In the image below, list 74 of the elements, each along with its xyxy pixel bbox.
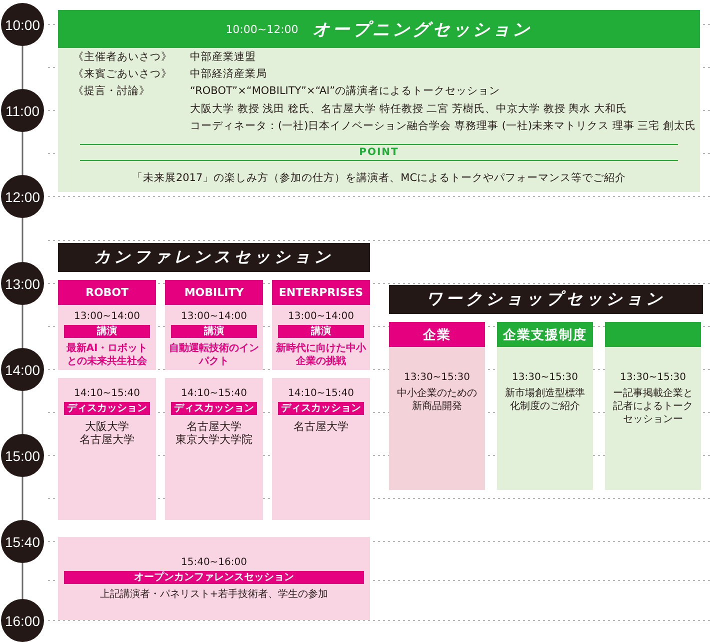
session-card — [272, 378, 370, 520]
program-text: 中部経済産業局 — [190, 68, 267, 81]
session-card — [58, 378, 156, 520]
time-marker: 11:00 — [1, 89, 44, 132]
session-card — [165, 378, 263, 520]
program-label: 《主催者あいさつ》 — [73, 51, 172, 64]
time-range: 10:00~12:00 — [226, 22, 298, 36]
time-marker: 14:00 — [1, 348, 44, 391]
time-marker: 16:00 — [1, 599, 44, 642]
talk-title: 最新AI・ロボットとの未来共生社会 — [65, 342, 149, 368]
panelist-affiliation: 名古屋大学 — [292, 420, 350, 433]
talk-title: 中小企業のための新商品開発 — [396, 387, 478, 413]
note-text: 「未来展2017」の楽しみ方（参加の仕方）を講演者、MCによるトークやパフォーマンス等でご紹介 — [130, 172, 628, 185]
talk-title: 自動運転技術のインパクト — [169, 342, 259, 368]
program-text: 中部産業連盟 — [190, 51, 256, 64]
timeline-line — [22, 46, 24, 89]
timeline-line — [22, 391, 24, 434]
card-title: 企業支援制度 — [503, 326, 587, 344]
time-range: 14:10~15:40 — [288, 388, 354, 399]
program-text: 大阪大学 教授 浅田 稔氏、名古屋大学 特任教授 二宮 芳樹氏、中京大学 教授 輿水 大和氏 — [190, 103, 628, 116]
session-card — [165, 280, 263, 370]
talk-title: 上記講演者・パネリスト+若手技術者、学生の参加 — [98, 588, 330, 601]
session-title: オープニングセッション — [312, 18, 532, 40]
session-card — [58, 280, 156, 370]
session-card — [389, 322, 485, 490]
panelist-affiliation: 名古屋大学 — [78, 433, 136, 446]
program-text: “ROBOT”×“MOBILITY”×“AI”の講演者によるトークセッション — [190, 85, 500, 98]
talk-title: 新時代に向けた中小企業の挑戦 — [276, 342, 366, 368]
talk-title: ー記事掲載企業と記者によるトークセッションー — [612, 387, 694, 426]
session-type-label: オープンカンファレンスセッション — [64, 571, 364, 584]
time-range: 13:30~15:30 — [404, 372, 470, 383]
session-card — [497, 322, 593, 490]
time-marker: 15:00 — [1, 434, 44, 477]
talk-title: 新市場創造型標準化制度のご紹介 — [504, 387, 586, 413]
card-title: ROBOT — [85, 286, 129, 299]
time-range: 13:30~15:30 — [620, 372, 686, 383]
time-marker: 15:40 — [1, 520, 44, 563]
time-range: 14:10~15:40 — [74, 388, 140, 399]
timeline-line — [22, 305, 24, 348]
session-panel — [58, 10, 700, 192]
session-type-label: ディスカッション — [278, 402, 364, 415]
program-text: コーディネータ：(一社)日本イノベーション融合学会 専務理事 (一社)未来マトリクス 理事 三宅 創太氏 — [190, 120, 696, 133]
timeline-line — [22, 477, 24, 520]
program-label: 《提言・討論》 — [73, 85, 150, 98]
time-marker: 13:00 — [1, 262, 44, 305]
time-range: 14:10~15:40 — [180, 388, 247, 399]
session-card — [605, 322, 701, 490]
session-card — [272, 280, 370, 370]
time-range: 15:40~16:00 — [180, 557, 247, 568]
card-title: ENTERPRISES — [278, 286, 364, 299]
time-range: 13:00~14:00 — [180, 311, 247, 322]
panelist-affiliation: 名古屋大学 — [186, 420, 242, 433]
timeline-line — [22, 132, 24, 175]
session-type-label: ディスカッション — [171, 402, 257, 415]
panelist-affiliation: 大阪大学 — [84, 420, 130, 433]
session-card — [58, 537, 370, 620]
card-title: 企業 — [423, 326, 451, 344]
time-range: 13:00~14:00 — [74, 311, 140, 322]
session-type-label: ディスカッション — [64, 402, 150, 415]
timeline-line — [22, 218, 24, 262]
panelist-affiliation: 東京大学大学院 — [174, 433, 254, 446]
time-marker: 12:00 — [1, 175, 44, 218]
section-header: ワークショップセッション — [389, 285, 703, 314]
time-marker: 10:00 — [1, 3, 44, 46]
session-type-label: 講演 — [171, 325, 257, 338]
section-header: カンファレンスセッション — [58, 243, 370, 272]
session-type-label: 講演 — [278, 325, 364, 338]
card-title: MOBILITY — [184, 286, 244, 299]
time-range: 13:00~14:00 — [288, 311, 354, 322]
time-range: 13:30~15:30 — [512, 372, 578, 383]
program-label: 《来賓ごあいさつ》 — [73, 68, 172, 81]
point-heading: POINT — [359, 147, 399, 158]
session-type-label: 講演 — [64, 325, 150, 338]
timeline-line — [22, 563, 24, 599]
